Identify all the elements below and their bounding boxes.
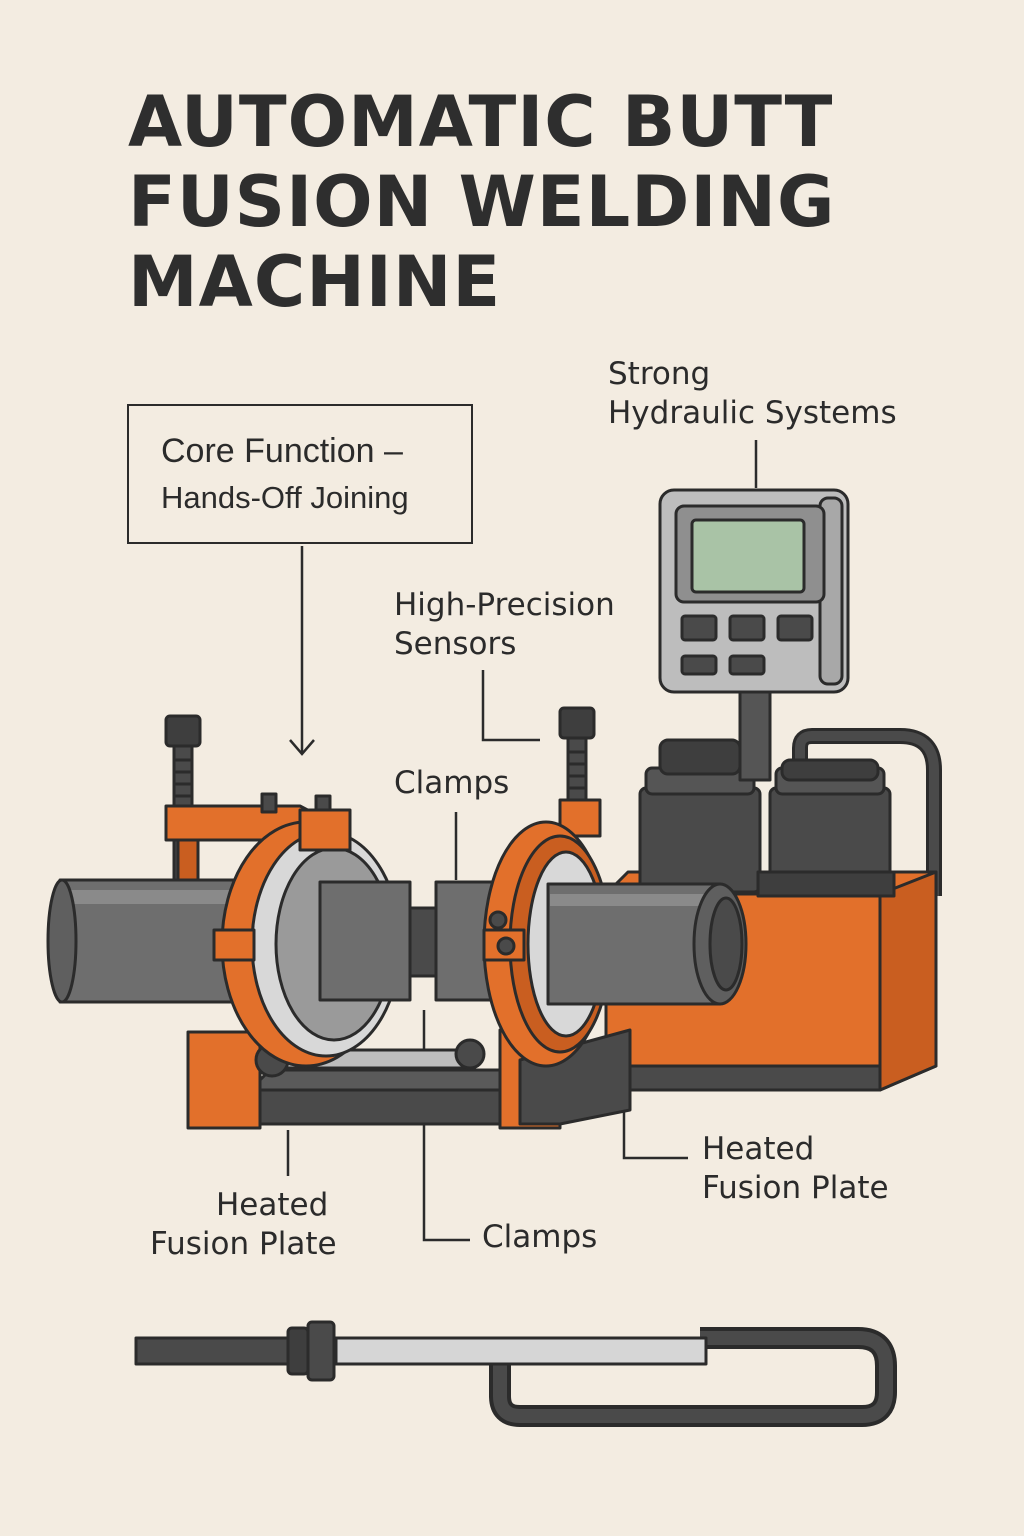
control-panel <box>658 488 850 694</box>
label-hydraulic-line-1: Strong <box>608 356 711 392</box>
pipe-right <box>546 882 748 1006</box>
control-button-5 <box>728 654 766 676</box>
callout-title: Core Function – <box>161 432 403 470</box>
core-function-callout: Core Function – Hands-Off Joining <box>127 404 473 544</box>
label-clamps-top-text: Clamps <box>394 765 510 801</box>
label-heated-left-line-2: Fusion Plate <box>150 1226 337 1262</box>
label-clamps-top: Clamps <box>394 764 509 803</box>
hand-tool <box>134 1320 897 1427</box>
label-hydraulic-systems: Strong Hydraulic Systems <box>608 355 897 433</box>
label-heated-left-line-1: Heated <box>216 1187 329 1223</box>
title-line-2: FUSION WELDING <box>128 161 836 243</box>
label-clamps-bottom: Clamps <box>482 1218 597 1257</box>
label-sensors: High-Precision Sensors <box>394 586 615 664</box>
label-hydraulic-line-2: Hydraulic Systems <box>608 395 897 431</box>
label-heated-right-line-1: Heated <box>702 1131 815 1167</box>
control-button-1 <box>680 614 718 642</box>
control-button-2 <box>728 614 766 642</box>
label-heated-right-line-2: Fusion Plate <box>702 1170 889 1206</box>
callout-subtitle: Hands-Off Joining <box>161 480 409 515</box>
label-sensors-line-2: Sensors <box>394 626 517 662</box>
label-heated-plate-right: Heated Fusion Plate <box>702 1130 889 1208</box>
label-sensors-line-1: High-Precision <box>394 587 615 623</box>
right-bolt <box>558 706 602 838</box>
leader-lines <box>286 440 758 1242</box>
page-title: AUTOMATIC BUTT FUSION WELDING MACHINE <box>128 82 948 322</box>
title-line-3: MACHINE <box>128 241 502 323</box>
control-button-3 <box>776 614 814 642</box>
control-button-4 <box>680 654 718 676</box>
label-heated-plate-left: Heated Fusion Plate <box>150 1186 337 1264</box>
display-screen <box>690 518 806 594</box>
pipe-middle <box>318 880 498 1002</box>
title-line-1: AUTOMATIC BUTT <box>128 81 834 163</box>
label-clamps-bottom-text: Clamps <box>482 1219 598 1255</box>
